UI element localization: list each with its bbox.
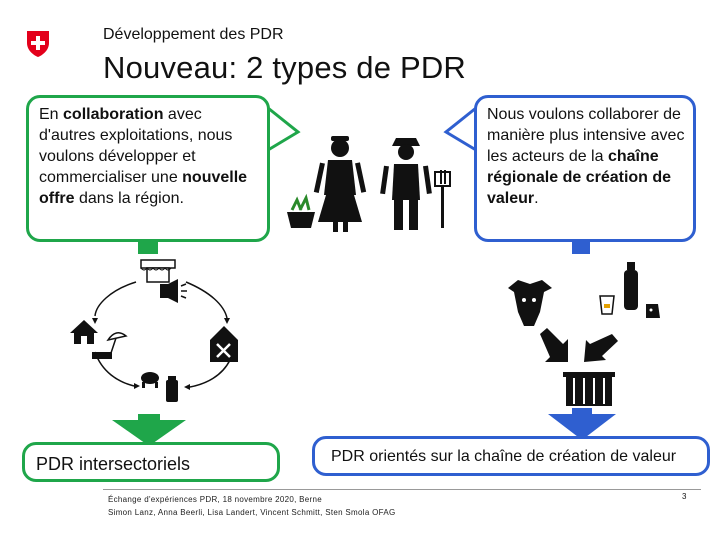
slide-title: Nouveau: 2 types de PDR [103,50,467,85]
yogurt-icon [599,295,615,315]
slide-subtitle: Développement des PDR [103,26,284,43]
cheese-icon [646,304,660,318]
cheese-vat-icon [563,372,615,406]
farmhouse-icon [70,320,98,344]
cow-head-icon [508,280,552,326]
cow-milk-icon [141,372,178,402]
parasol-icon [92,332,128,359]
right-bubble-text: Nous voulons collaborer de manière plus … [487,106,684,207]
right-bubble-segment: . [534,190,539,207]
right-speech-bubble: Nous voulons collaborer de manière plus … [474,95,696,242]
label-right-text: PDR orientés sur la chaîne de création d… [331,448,677,465]
left-bubble-segment: collaboration [63,106,164,123]
value-chain-arrows [540,328,618,362]
green-connector-top [138,242,158,254]
left-bubble-tail [266,104,301,153]
farmer-woman-icon [313,136,367,232]
page-number: 3 [682,492,687,501]
vegetable-basket-icon [287,193,315,228]
restaurant-icon [210,326,238,362]
label-left-text: PDR intersectoriels [36,454,191,474]
megaphone-icon [160,279,187,303]
footer-divider [103,489,701,490]
swiss-cross-logo-icon [26,30,50,58]
market-stall-icon [140,259,176,283]
footer-authors: Simon Lanz, Anna Beerli, Lisa Landert, V… [108,508,396,517]
left-bubble-segment: nouvelle offre [39,169,248,207]
right-bubble-segment: Nous voulons collaborer de manière plus … [487,106,685,165]
left-bubble-segment: avec d'autres exploitations, nous voulon… [39,106,233,186]
left-bubble-segment: dans la région. [74,190,184,207]
category-label-intersectoral: PDR intersectoriels [22,442,280,482]
farmer-man-icon [380,138,432,230]
milk-bottle-icon [624,262,638,310]
right-bubble-segment: chaîne régionale de création de valeur [487,148,672,207]
left-bubble-segment: En [39,106,64,123]
left-bubble-text: En collaboration avec d'autres exploitat… [39,106,247,207]
right-bubble-tail [443,104,478,153]
blue-arrow-down [548,408,616,440]
category-label-value-chain: PDR orientés sur la chaîne de création d… [312,436,710,476]
footer-event: Échange d'expériences PDR, 18 novembre 2… [108,495,322,504]
blue-connector-top [572,242,590,254]
pitchfork-icon [434,170,451,228]
green-arrow-down [112,414,186,446]
left-speech-bubble: En collaboration avec d'autres exploitat… [26,95,270,242]
